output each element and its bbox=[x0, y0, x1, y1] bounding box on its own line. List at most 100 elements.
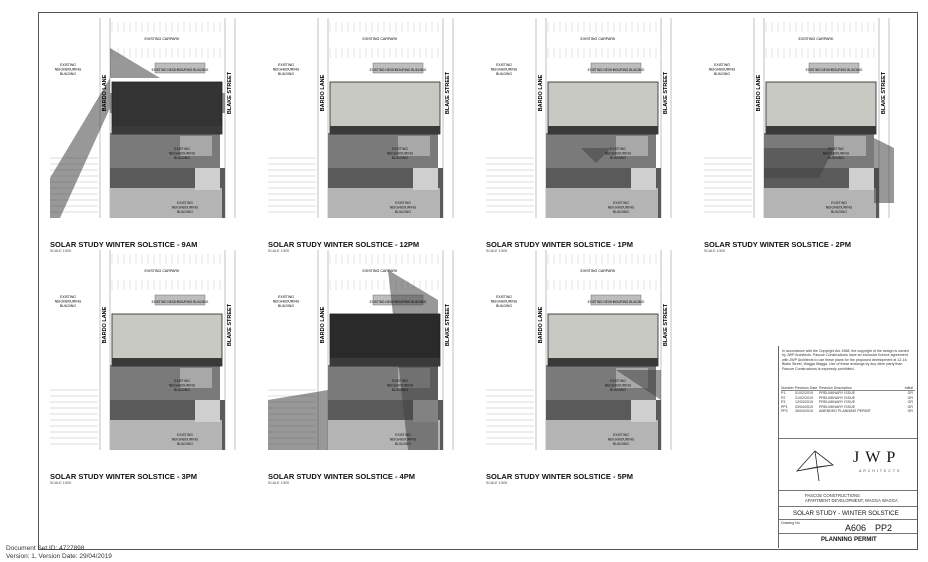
panel-scale: SCALE 1:500 bbox=[486, 249, 508, 253]
neighbouring-building-lower-label: NEIGHBOURING bbox=[172, 206, 199, 210]
solar-panel-9am: EXISTING CARPARK EXISTING NEIGHBOURING BU… bbox=[50, 18, 250, 253]
blake-street-label: BLAKE STREET bbox=[445, 71, 451, 114]
drawing-revision: PP2 bbox=[875, 523, 893, 533]
neighbouring-building-top bbox=[590, 294, 642, 306]
neighbouring-building-lower-label: EXISTING bbox=[177, 433, 193, 437]
bardo-lane-label: BARDO LANE bbox=[538, 74, 544, 111]
carpark-label: EXISTING CARPARK bbox=[799, 37, 834, 41]
site-plan: EXISTING CARPARK EXISTING NEIGHBOURING BU… bbox=[704, 18, 894, 218]
blake-street-label: BLAKE STREET bbox=[663, 303, 669, 346]
neighbouring-building-middle-roof bbox=[180, 136, 212, 156]
carpark-label: EXISTING CARPARK bbox=[581, 269, 616, 273]
client-area: PASCOE CONSTRUCTIONS APARTMENT DEVELOPME… bbox=[779, 490, 917, 507]
neighbouring-building-lower-annex bbox=[631, 168, 656, 190]
neighbouring-building-middle-label: BUILDING bbox=[610, 388, 626, 392]
panel-scale: SCALE 1:500 bbox=[704, 249, 726, 253]
site-plan: EXISTING CARPARK EXISTING NEIGHBOURING BU… bbox=[50, 250, 236, 450]
neighbouring-building-left-label: BUILDING bbox=[496, 72, 512, 76]
blake-street-label: BLAKE STREET bbox=[663, 71, 669, 114]
neighbouring-building-top-label: EXISTING NEIGHBOURING BUILDING bbox=[370, 68, 427, 72]
neighbouring-building-top-label: EXISTING NEIGHBOURING BUILDING bbox=[152, 68, 209, 72]
neighbouring-building-lower-label: EXISTING bbox=[613, 201, 629, 205]
shadow-area bbox=[50, 78, 110, 218]
neighbouring-building-middle-roof bbox=[180, 368, 212, 388]
neighbouring-building-lower-label: BUILDING bbox=[177, 442, 193, 446]
panel-scale: SCALE 1:500 bbox=[268, 481, 290, 485]
proposed-building-base bbox=[766, 126, 876, 134]
bardo-lane-label: BARDO LANE bbox=[320, 74, 326, 111]
neighbouring-building-lower-label: BUILDING bbox=[395, 210, 411, 214]
bardo-lane-label: BARDO LANE bbox=[102, 306, 108, 343]
proposed-building bbox=[329, 313, 441, 367]
neighbouring-building-lower-annex bbox=[413, 168, 438, 190]
shadow-area bbox=[268, 390, 328, 450]
panel-title: SOLAR STUDY WINTER SOLSTICE - 9AM bbox=[50, 240, 198, 249]
neighbouring-building-left-label: NEIGHBOURING bbox=[55, 300, 82, 304]
neighbouring-building-lower-label: EXISTING bbox=[395, 433, 411, 437]
blake-street-label: BLAKE STREET bbox=[881, 71, 887, 114]
neighbouring-building-left-label: BUILDING bbox=[496, 304, 512, 308]
drawing-sheet bbox=[38, 12, 918, 550]
client-name: PASCOE CONSTRUCTIONS bbox=[805, 493, 860, 498]
neighbouring-building-middle-roof bbox=[398, 136, 430, 156]
drawing-number: A606 bbox=[845, 523, 867, 533]
drawing-no-label: Drawing No bbox=[781, 521, 800, 525]
neighbouring-building-middle-roof bbox=[834, 136, 866, 156]
logo-text: JWP bbox=[853, 449, 902, 466]
blake-street-label: BLAKE STREET bbox=[227, 71, 233, 114]
proposed-building bbox=[111, 81, 223, 135]
neighbouring-building-middle-label: BUILDING bbox=[392, 156, 408, 160]
carpark-label: EXISTING CARPARK bbox=[145, 37, 180, 41]
proposed-building-base bbox=[548, 126, 658, 134]
neighbouring-building-left-label: EXISTING bbox=[60, 63, 76, 67]
neighbouring-building-top-label: EXISTING NEIGHBOURING BUILDING bbox=[152, 300, 209, 304]
status-row: PLANNING PERMIT bbox=[779, 533, 917, 548]
panel-scale: SCALE 1:500 bbox=[50, 481, 72, 485]
neighbouring-building-middle-label: NEIGHBOURING bbox=[823, 152, 850, 156]
neighbouring-building-lower-label: BUILDING bbox=[831, 210, 847, 214]
neighbouring-building-middle-label: NEIGHBOURING bbox=[605, 384, 632, 388]
panel-scale: SCALE 1:500 bbox=[50, 249, 72, 253]
neighbouring-building-middle-label: NEIGHBOURING bbox=[169, 384, 196, 388]
solar-panel-2pm: EXISTING CARPARK EXISTING NEIGHBOURING BU… bbox=[704, 18, 904, 253]
title-block: In accordance with the Copyright Act 196… bbox=[778, 346, 917, 548]
neighbouring-building-lower-label: EXISTING bbox=[831, 201, 847, 205]
neighbouring-building-top bbox=[154, 62, 206, 74]
proposed-building-base bbox=[330, 126, 440, 134]
neighbouring-building-lower-label: EXISTING bbox=[613, 433, 629, 437]
neighbouring-building-left-label: EXISTING bbox=[496, 63, 512, 67]
neighbouring-building-top bbox=[154, 294, 206, 306]
neighbouring-building-middle-label: EXISTING bbox=[392, 147, 408, 151]
neighbouring-building-left-label: NEIGHBOURING bbox=[273, 68, 300, 72]
carpark-label: EXISTING CARPARK bbox=[145, 269, 180, 273]
neighbouring-building-middle-label: BUILDING bbox=[174, 156, 190, 160]
neighbouring-building-left-label: NEIGHBOURING bbox=[709, 68, 736, 72]
neighbouring-building-left-label: BUILDING bbox=[278, 304, 294, 308]
panel-title: SOLAR STUDY WINTER SOLSTICE - 1PM bbox=[486, 240, 633, 249]
neighbouring-building-middle-label: BUILDING bbox=[610, 156, 626, 160]
neighbouring-building-top bbox=[808, 62, 860, 74]
site-plan: EXISTING CARPARK EXISTING NEIGHBOURING BU… bbox=[50, 18, 236, 218]
neighbouring-building-left-label: BUILDING bbox=[60, 72, 76, 76]
neighbouring-building-lower-label: NEIGHBOURING bbox=[390, 206, 417, 210]
neighbouring-building-lower-annex bbox=[631, 400, 656, 422]
bardo-lane-label: BARDO LANE bbox=[756, 74, 762, 111]
solar-panel-3pm: EXISTING CARPARK EXISTING NEIGHBOURING BU… bbox=[50, 250, 250, 485]
neighbouring-building-top-label: EXISTING NEIGHBOURING BUILDING bbox=[588, 68, 645, 72]
neighbouring-building-middle-label: BUILDING bbox=[174, 388, 190, 392]
neighbouring-building-left-label: NEIGHBOURING bbox=[55, 68, 82, 72]
panel-title: SOLAR STUDY WINTER SOLSTICE - 12PM bbox=[268, 240, 420, 249]
proposed-building bbox=[329, 81, 441, 135]
site-plan: EXISTING CARPARK EXISTING NEIGHBOURING BU… bbox=[486, 250, 672, 450]
panel-scale: SCALE 1:500 bbox=[268, 249, 290, 253]
project-name: APARTMENT DEVELOPMENT, WAGGA WAGGA bbox=[805, 498, 898, 503]
drawing-number-row: Drawing No A606 PP2 bbox=[779, 519, 917, 534]
panel-title: SOLAR STUDY WINTER SOLSTICE - 2PM bbox=[704, 240, 851, 249]
shadow-area bbox=[581, 148, 611, 163]
neighbouring-building-lower-label: NEIGHBOURING bbox=[608, 206, 635, 210]
